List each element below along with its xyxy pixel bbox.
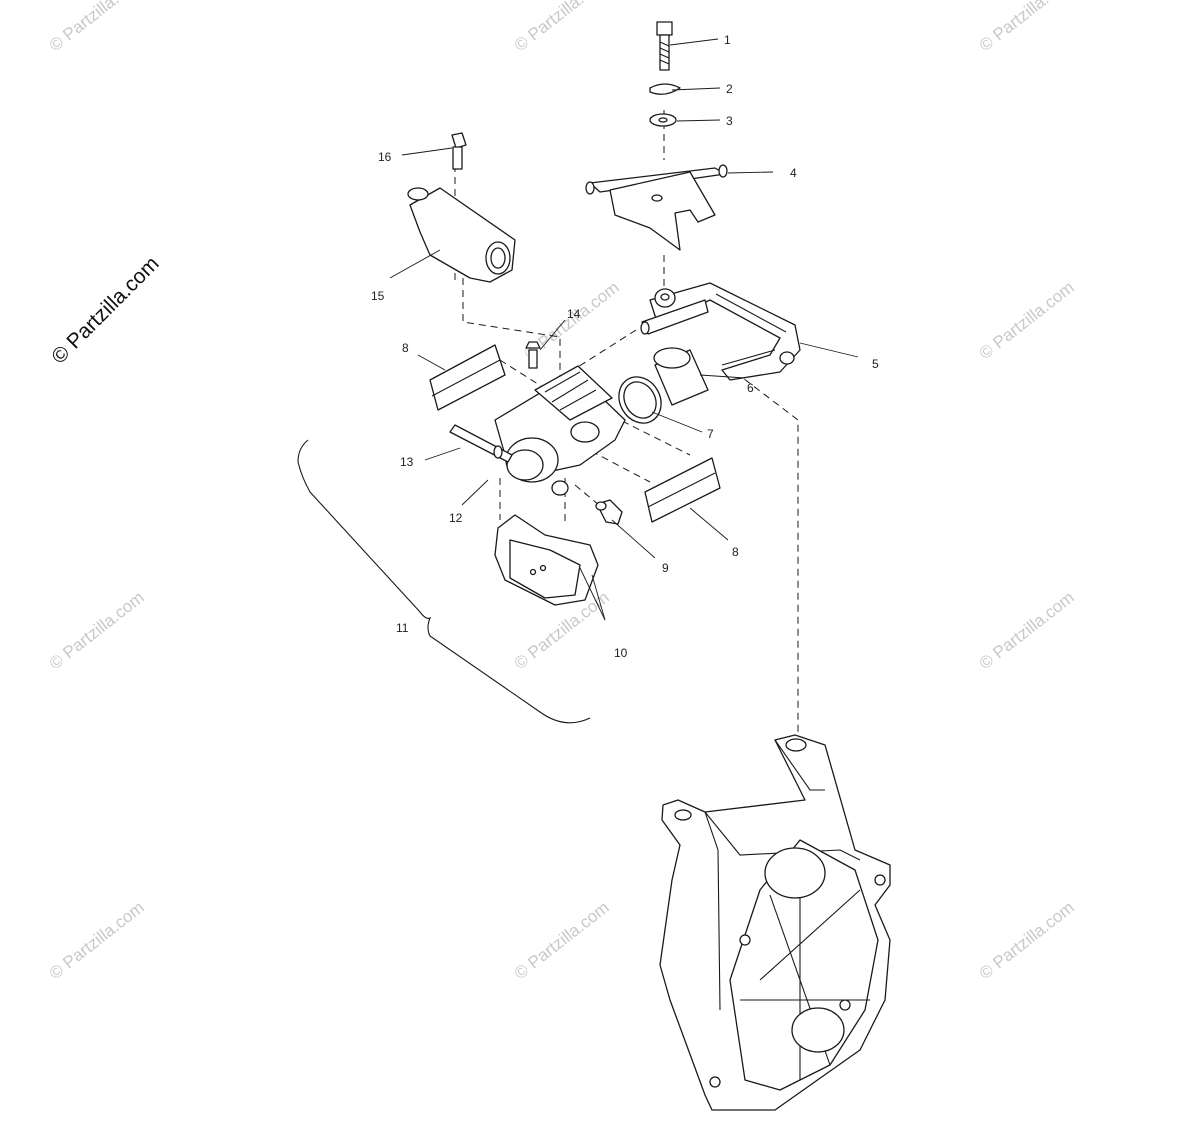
watermark: © Partzilla.com [976, 278, 1078, 364]
banjo-bolt-part [451, 132, 467, 170]
callout-2: 2 [726, 82, 733, 96]
watermark: © Partzilla.com [976, 0, 1078, 55]
callout-16: 16 [378, 150, 392, 164]
watermark: © Partzilla.com [511, 0, 613, 55]
watermark: © Partzilla.com [46, 588, 148, 674]
callout-10: 10 [614, 646, 628, 660]
lock-washer-part [649, 83, 681, 95]
lower-shield-part [644, 457, 721, 523]
leader-lines [389, 38, 859, 621]
callout-11: 11 [396, 621, 409, 635]
bolt-part [656, 21, 673, 71]
watermark: © Partzilla.com [976, 898, 1078, 984]
callout-8-upper: 8 [402, 341, 409, 355]
group-bracket [297, 439, 591, 724]
bleeder-screw-part [595, 499, 623, 525]
callout-7: 7 [707, 427, 714, 441]
callout-14: 14 [567, 307, 581, 321]
callout-12: 12 [449, 511, 463, 525]
seal-ring-part [618, 376, 662, 424]
callout-15: 15 [371, 289, 385, 303]
watermark: © Partzilla.com [46, 0, 148, 55]
pad-pin-part [449, 424, 513, 463]
callout-4: 4 [790, 166, 797, 180]
caliper-bracket-part [640, 282, 801, 381]
flat-washer-part [649, 113, 677, 127]
watermark: © Partzilla.com [46, 898, 148, 984]
bleeder-valve-part [525, 341, 541, 369]
callout-13: 13 [400, 455, 414, 469]
callout-5: 5 [872, 357, 879, 371]
brake-line-bracket-part [585, 164, 728, 251]
upper-shield-part [429, 344, 506, 411]
callout-6: 6 [747, 381, 754, 395]
watermark: © Partzilla.com [976, 588, 1078, 674]
callout-3: 3 [726, 114, 733, 128]
banjo-fitting-part [407, 187, 516, 283]
brand-watermark: © Partzilla.com [47, 252, 163, 368]
piston-part [653, 347, 709, 406]
watermark: © Partzilla.com [511, 898, 613, 984]
callout-1: 1 [724, 33, 731, 47]
callout-8-lower: 8 [732, 545, 739, 559]
brake-pad-part [494, 514, 599, 606]
callout-9: 9 [662, 561, 669, 575]
callout-labels: 1 2 3 4 5 6 7 8 8 9 10 11 12 13 14 15 16 [371, 33, 879, 660]
chaincase-housing-part [659, 734, 891, 1111]
piston-housing-part [505, 437, 569, 496]
